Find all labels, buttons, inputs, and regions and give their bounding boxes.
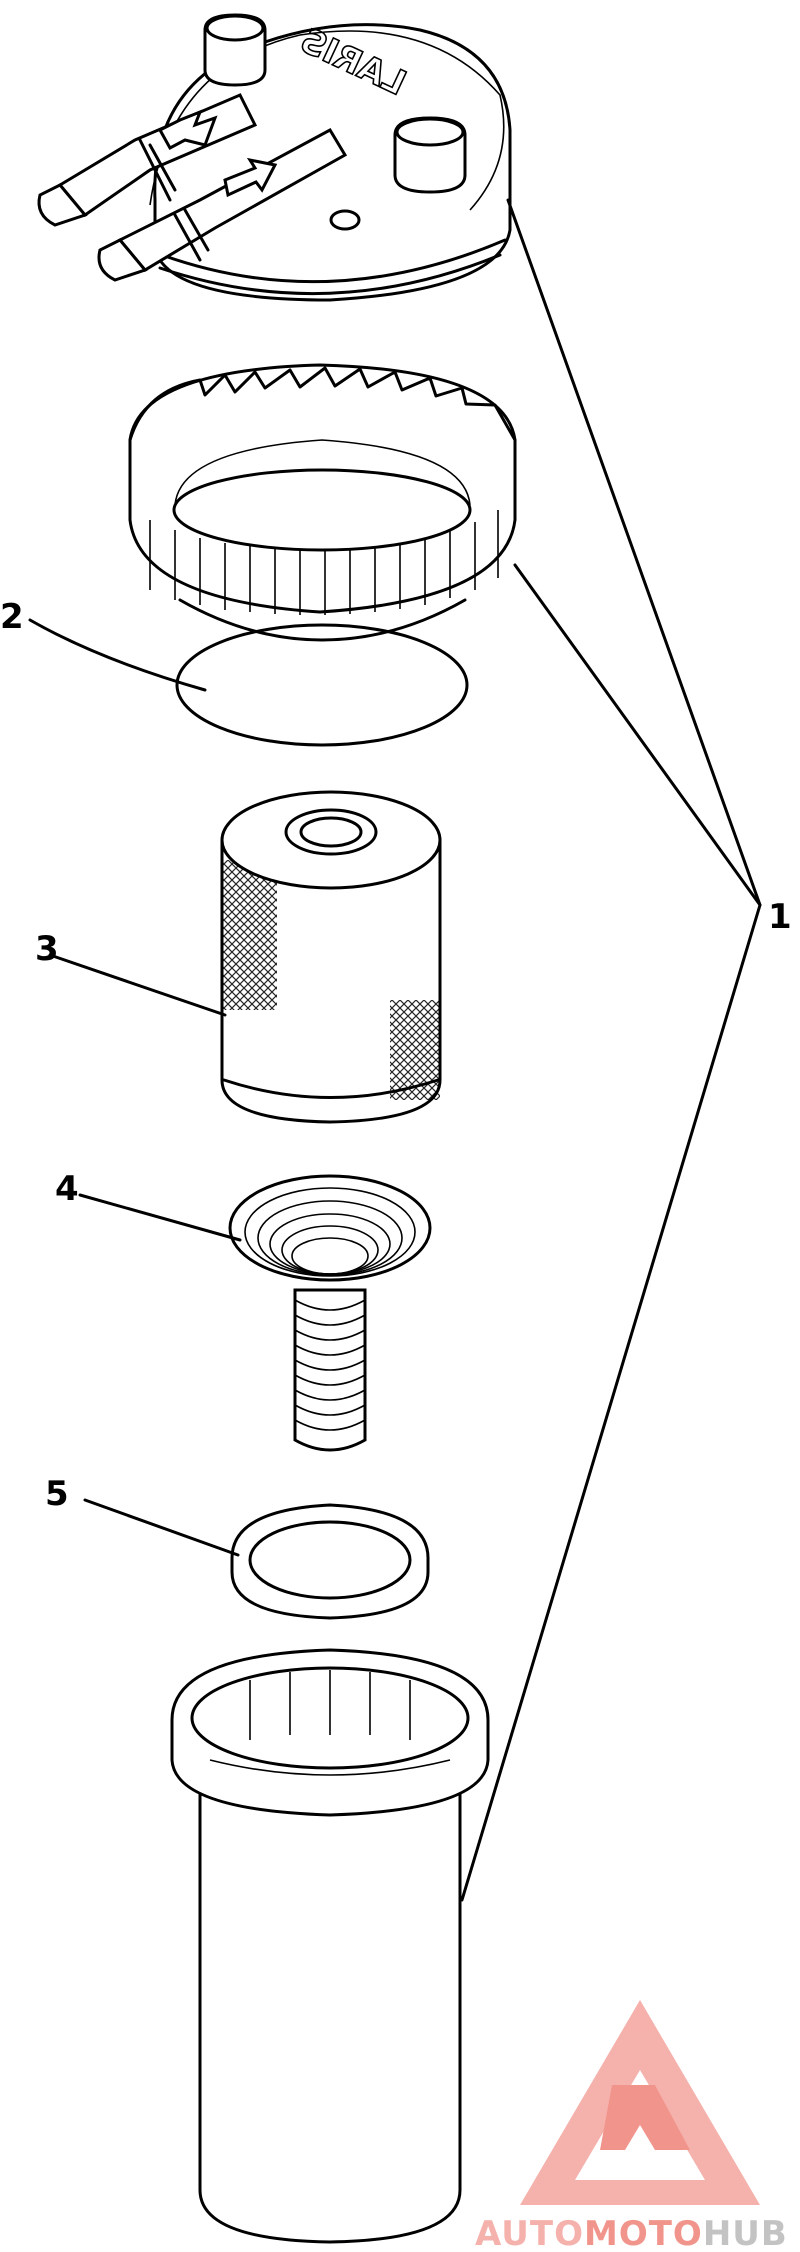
o-ring bbox=[175, 623, 469, 747]
watermark-wordmark: AUTOMOTOHUB bbox=[475, 2214, 788, 2252]
callout-3: 3 bbox=[35, 929, 59, 969]
callout-2: 2 bbox=[0, 597, 24, 637]
spring-and-seat bbox=[228, 1174, 432, 1452]
watermark-triangle-mark bbox=[600, 2085, 690, 2150]
filter-head-cap: LARIS bbox=[37, 13, 512, 302]
callout-4: 4 bbox=[55, 1169, 79, 1209]
threaded-collar-ring bbox=[128, 363, 517, 642]
sealing-washer bbox=[230, 1503, 430, 1620]
automotohub-watermark: AUTOMOTOHUB bbox=[475, 2000, 788, 2252]
filter-element bbox=[220, 790, 442, 1124]
leader-lines bbox=[28, 198, 762, 1902]
callout-1: 1 bbox=[768, 897, 792, 937]
filter-bowl bbox=[170, 1648, 490, 2244]
callout-5: 5 bbox=[45, 1474, 69, 1514]
